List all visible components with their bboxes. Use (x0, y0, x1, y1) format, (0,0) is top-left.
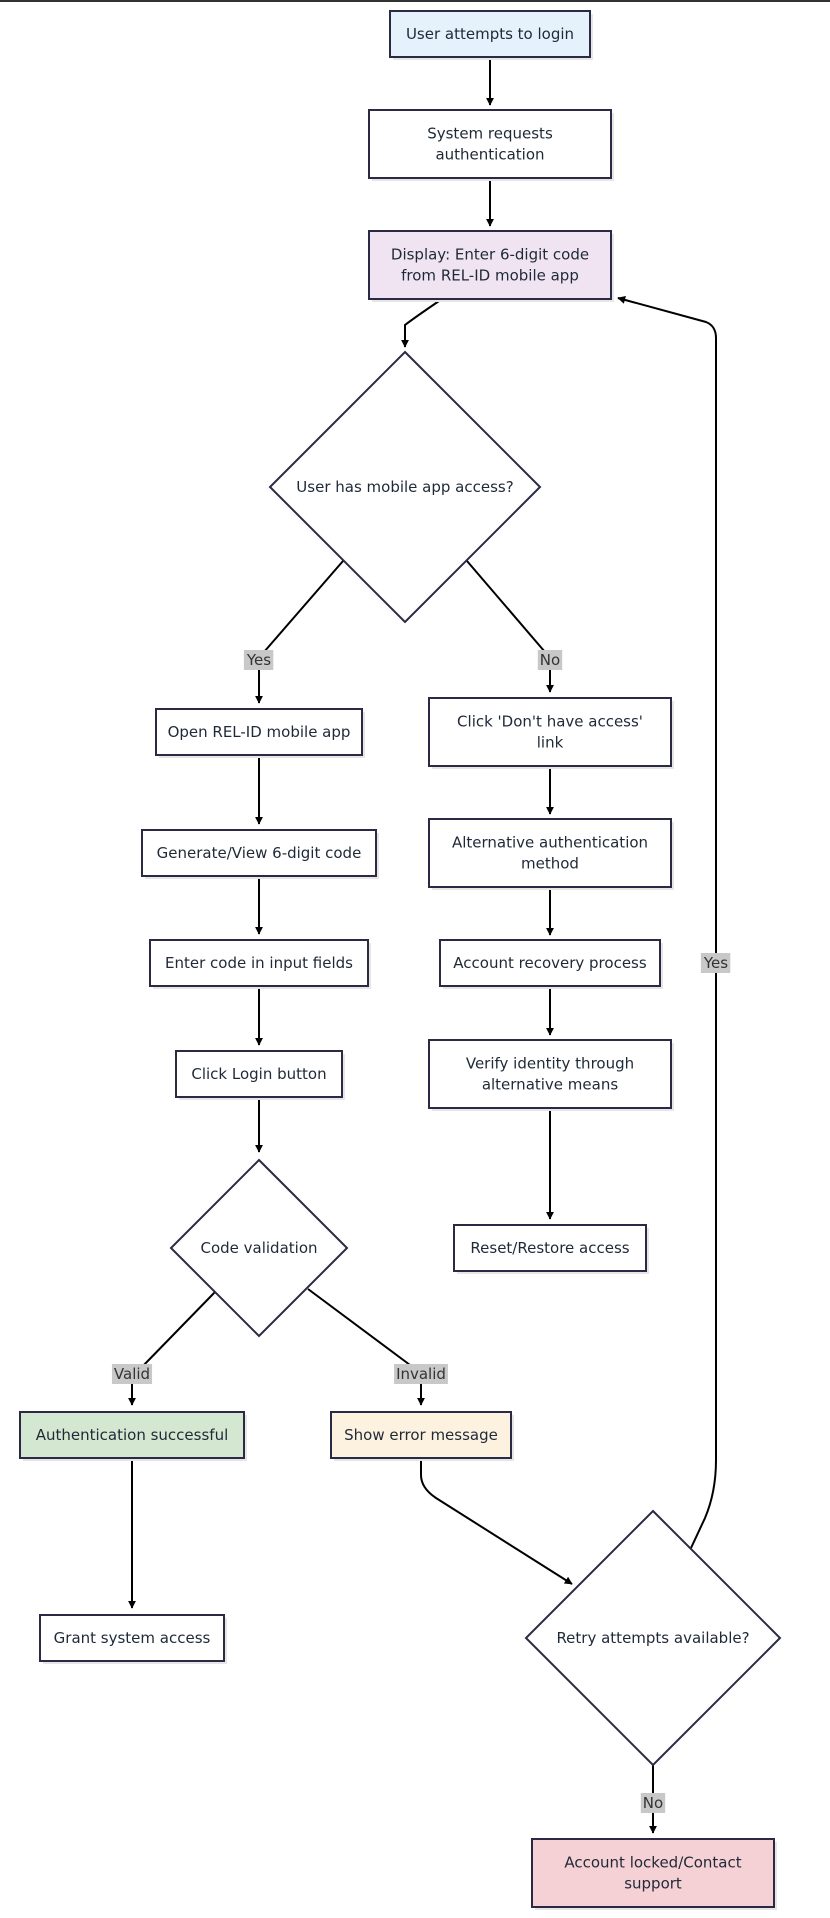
edge-arrow-5 (466, 560, 554, 693)
edge-label-bg (537, 650, 563, 670)
edge-label-retry-yes: Yes (700, 953, 731, 973)
edge-label-text: Invalid (396, 1365, 446, 1383)
node-box (531, 1838, 775, 1908)
node-label-line: from REL-ID mobile app (401, 267, 579, 285)
edge-label-bg (700, 953, 731, 973)
node-box (389, 10, 591, 58)
node-box (19, 1411, 245, 1459)
node-label-line: Generate/View 6-digit code (157, 844, 362, 862)
edge-arrow-15 (617, 296, 717, 1549)
node-label-line: Click Login button (191, 1065, 326, 1083)
edge-label-bg (394, 1364, 448, 1384)
node-label-line: Authentication successful (36, 1426, 229, 1444)
node-label-line: Code validation (200, 1239, 317, 1257)
node-label-line: Enter code in input fields (165, 954, 353, 972)
node-click-login: Click Login button (175, 1050, 345, 1100)
node-label-line: Click 'Don't have access' (457, 713, 643, 731)
node-auth-ok: Authentication successful (19, 1411, 247, 1461)
node-display: Display: Enter 6-digit code from REL-ID m… (368, 230, 614, 302)
node-reset: Reset/Restore access (453, 1224, 649, 1274)
node-locked: Account locked/Contact support (531, 1838, 777, 1910)
node-label-line: Open REL-ID mobile app (168, 723, 351, 741)
edge-arrow-11 (307, 1288, 425, 1406)
node-error: Show error message (330, 1411, 514, 1461)
node-box (149, 939, 369, 987)
node-recovery: Account recovery process (439, 939, 663, 989)
edge-label-bg (243, 650, 274, 670)
node-sys-req: System requests authentication (368, 109, 614, 181)
node-label-line: Reset/Restore access (470, 1239, 629, 1257)
node-box (428, 697, 672, 767)
edge-label-text: No (540, 651, 560, 669)
edge-arrow-3 (401, 298, 443, 348)
node-label-line: User attempts to login (406, 25, 574, 43)
decision-diamond (169, 1158, 349, 1338)
node-dont-have: Click 'Don't have access' link (428, 697, 674, 769)
node-label-line: User has mobile app access? (296, 478, 513, 496)
node-box (141, 829, 377, 877)
edge-label-valid: Valid (111, 1364, 153, 1384)
node-retry: Retry attempts available? (524, 1509, 782, 1767)
decision-diamond (524, 1509, 782, 1767)
node-box (39, 1614, 225, 1662)
node-label-line: method (521, 855, 579, 873)
edge-label-text: Valid (114, 1365, 150, 1383)
node-label-line: Verify identity through (466, 1055, 634, 1073)
edge-label-bg (111, 1364, 153, 1384)
top-border (0, 0, 830, 2)
edge-arrow-4 (255, 560, 344, 704)
node-open-app: Open REL-ID mobile app (155, 708, 365, 758)
node-validation: Code validation (169, 1158, 349, 1338)
node-label-line: Display: Enter 6-digit code (391, 246, 589, 264)
edge-label-text: No (643, 1794, 663, 1812)
node-label-line: alternative means (482, 1076, 619, 1094)
node-box (155, 708, 363, 756)
edge-label-text: Yes (246, 651, 271, 669)
node-label-line: link (537, 734, 564, 752)
edge-label-yes-access: Yes (243, 650, 274, 670)
node-label-line: support (624, 1875, 682, 1893)
node-box (330, 1411, 512, 1459)
node-box (175, 1050, 343, 1098)
node-alt-auth: Alternative authentication method (428, 818, 674, 890)
node-enter-code: Enter code in input fields (149, 939, 371, 989)
edge-label-bg (640, 1793, 666, 1813)
node-verify: Verify identity through alternative means (428, 1039, 674, 1111)
node-label-line: Retry attempts available? (556, 1629, 749, 1647)
node-label-line: System requests (427, 125, 553, 143)
node-generate: Generate/View 6-digit code (141, 829, 379, 879)
edge-label-no-access: No (537, 650, 563, 670)
edge-label-invalid: Invalid (394, 1364, 448, 1384)
edge-arrow-13 (420, 1458, 573, 1585)
edge-label-retry-no: No (640, 1793, 666, 1813)
node-label-line: Grant system access (54, 1629, 211, 1647)
node-grant: Grant system access (39, 1614, 227, 1664)
node-has-access: User has mobile app access? (268, 350, 542, 624)
node-box (428, 1039, 672, 1109)
node-box (368, 109, 612, 179)
node-label-line: Show error message (344, 1426, 498, 1444)
node-label-line: authentication (435, 146, 544, 164)
node-label-line: Alternative authentication (452, 834, 648, 852)
node-box (453, 1224, 647, 1272)
node-box (428, 818, 672, 888)
edge-arrow-10 (128, 1291, 216, 1406)
node-start: User attempts to login (389, 10, 593, 60)
node-label-line: Account recovery process (453, 954, 647, 972)
edge-label-text: Yes (703, 954, 728, 972)
node-box (439, 939, 661, 987)
node-label-line: Account locked/Contact (564, 1854, 741, 1872)
node-box (368, 230, 612, 300)
decision-diamond (268, 350, 542, 624)
